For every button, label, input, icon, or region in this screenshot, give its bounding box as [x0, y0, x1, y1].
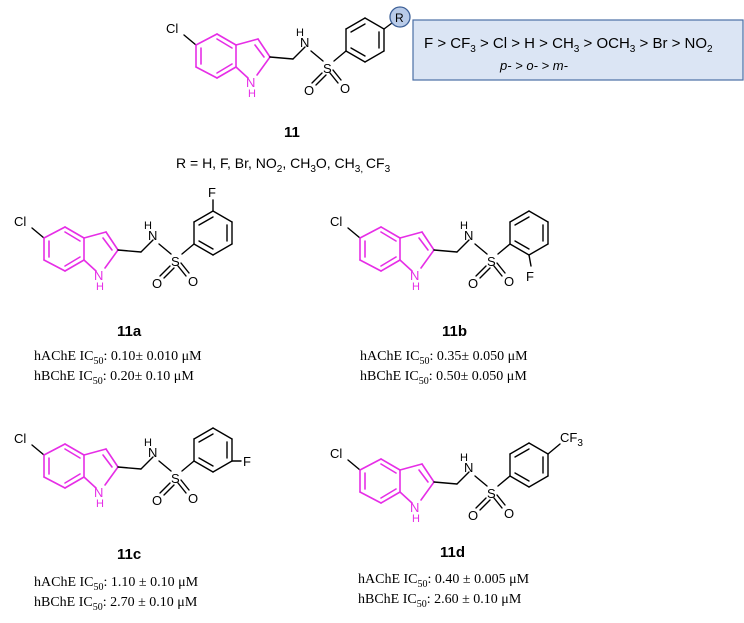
- atom-n-label: N: [464, 460, 473, 475]
- atom-h-label: H: [144, 220, 152, 232]
- atom-o1-label: O: [468, 508, 478, 523]
- atom-o1-label: O: [152, 276, 162, 291]
- sar-position-line: p- > o- > m-: [499, 58, 569, 73]
- atom-nh-h-label: H: [412, 513, 420, 525]
- atom-s-label: S: [171, 254, 180, 269]
- atom-cl-label: Cl: [330, 446, 342, 461]
- compound-11a-hache: hAChE IC50: 0.10± 0.010 μM: [34, 349, 202, 367]
- atom-f-label: F: [243, 454, 251, 469]
- atom-s-label: S: [487, 254, 496, 269]
- atom-o2-label: O: [188, 274, 198, 289]
- compound-11c-label: 11c: [117, 546, 141, 563]
- atom-nh-n-label: N: [94, 485, 103, 500]
- compound-11a-label: 11a: [117, 323, 142, 340]
- atom-n-label: N: [148, 228, 157, 243]
- atom-cf3-label: CF3: [560, 430, 583, 449]
- compound-11b-hbche: hBChE IC50: 0.50± 0.050 μM: [360, 369, 527, 387]
- compound-11a-hbche: hBChE IC50: 0.20± 0.10 μM: [34, 369, 194, 387]
- r-group-circle: [389, 6, 411, 28]
- atom-cl-label: Cl: [14, 431, 26, 446]
- compound-11d-hache: hAChE IC50: 0.40 ± 0.005 μM: [358, 572, 530, 590]
- atom-cl-label: Cl: [14, 214, 26, 229]
- atom-h-label: H: [460, 452, 468, 464]
- compound-11-structure: Cl N H N H S O O: [166, 17, 393, 100]
- atom-nh-h-label: H: [96, 498, 104, 510]
- compound-11b-label: 11b: [442, 323, 467, 340]
- atom-s-label: S: [487, 486, 496, 501]
- r-definition: R = H, F, Br, NO2, CH3O, CH3, CF3: [176, 155, 391, 175]
- compound-11d-label: 11d: [440, 544, 465, 561]
- r-group-label: R: [395, 11, 404, 25]
- atom-nh-n-label: N: [410, 500, 419, 515]
- atom-cl-label: Cl: [330, 214, 342, 229]
- sar-order-line: F > CF3 > Cl > H > CH3 > OCH3 > Br > NO2: [424, 35, 713, 55]
- atom-o2-label: O: [188, 491, 198, 506]
- atom-nh-h-label: H: [96, 281, 104, 293]
- compound-11b-structure: F Cl N H N H S O O: [330, 210, 549, 293]
- compound-11c-hache: hAChE IC50: 1.10 ± 0.10 μM: [34, 575, 199, 593]
- atom-o2-label: O: [504, 274, 514, 289]
- atom-nh-h-label: H: [248, 88, 256, 100]
- compound-11-label: 11: [284, 124, 300, 141]
- atom-h-label: H: [144, 437, 152, 449]
- atom-n-label: N: [464, 228, 473, 243]
- atom-s-label: S: [323, 61, 332, 76]
- atom-nh-n-label: N: [246, 75, 255, 90]
- compound-11d-structure: CF3 Cl N H N H S O O: [330, 430, 583, 525]
- compound-11c-structure: F Cl N H N H S O O: [14, 427, 251, 510]
- atom-o1-label: O: [468, 276, 478, 291]
- atom-o2-label: O: [340, 81, 350, 96]
- atom-n-label: N: [148, 445, 157, 460]
- atom-f-label: F: [526, 269, 534, 284]
- atom-f-label: F: [208, 185, 216, 200]
- atom-h-label: H: [296, 27, 304, 39]
- atom-nh-n-label: N: [94, 268, 103, 283]
- atom-o1-label: O: [152, 493, 162, 508]
- sar-box: [412, 19, 744, 81]
- atom-o1-label: O: [304, 83, 314, 98]
- compound-11c-hbche: hBChE IC50: 2.70 ± 0.10 μM: [34, 595, 198, 613]
- atom-nh-n-label: N: [410, 268, 419, 283]
- atom-cl-label: Cl: [166, 21, 178, 36]
- atom-h-label: H: [460, 220, 468, 232]
- atom-s-label: S: [171, 471, 180, 486]
- compound-11d-hbche: hBChE IC50: 2.60 ± 0.10 μM: [358, 592, 522, 610]
- atom-nh-h-label: H: [412, 281, 420, 293]
- compound-11a-structure: F Cl N H N H S O O: [14, 185, 233, 293]
- atom-o2-label: O: [504, 506, 514, 521]
- atom-n-label: N: [300, 35, 309, 50]
- compound-11b-hache: hAChE IC50: 0.35± 0.050 μM: [360, 349, 528, 367]
